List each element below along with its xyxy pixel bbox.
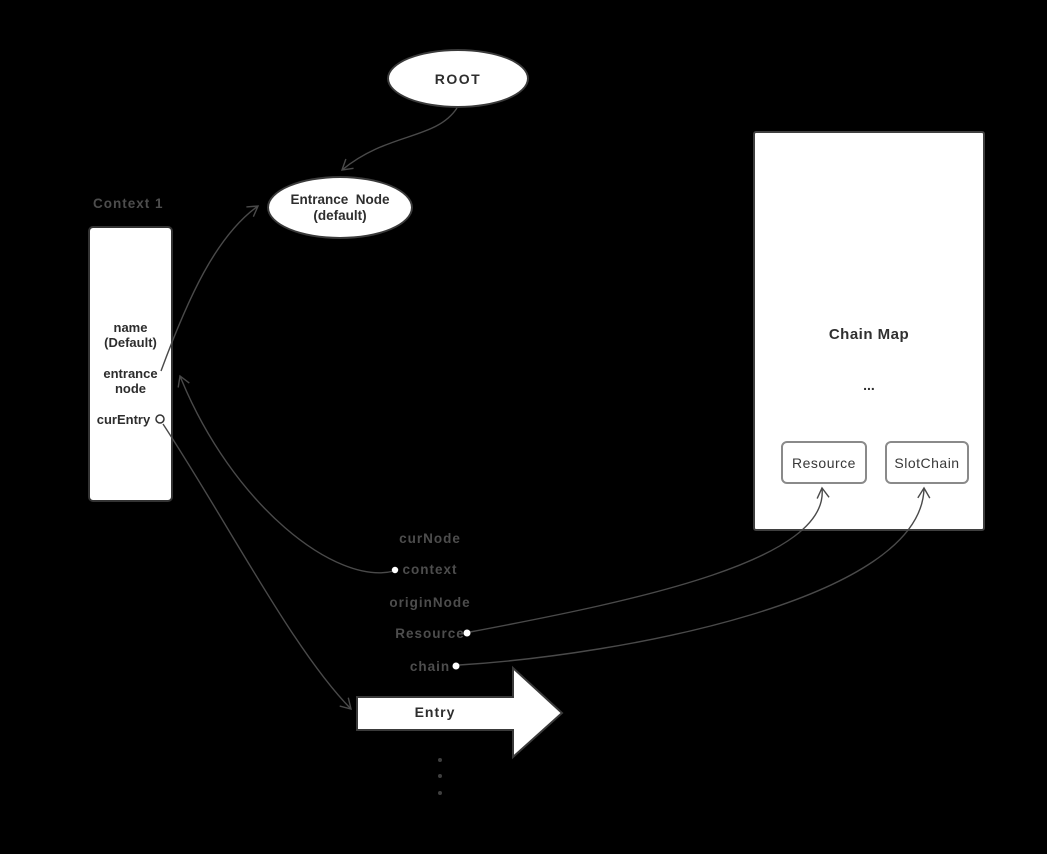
chain-map-box: Chain Map ... Resource SlotChain — [753, 131, 985, 531]
entry-field-curnode: curNode — [399, 531, 461, 546]
chain-map-title: Chain Map — [828, 326, 910, 343]
entry-field-resource: Resource — [395, 626, 465, 641]
context-title: Context 1 — [93, 196, 164, 211]
context-field-entrance-node: entrance node — [90, 366, 171, 396]
context-field-name: name (Default) — [90, 320, 171, 350]
entry-field-chain: chain — [409, 659, 451, 674]
context-field-entrance-line2: node — [114, 381, 147, 396]
entry-field-context: context — [402, 562, 458, 577]
entrance-node-label-line2: (default) — [313, 207, 367, 223]
context-field-curentry: curEntry — [96, 412, 151, 427]
context-field-entrance-line1: entrance — [103, 366, 158, 381]
resource-box-label: Resource — [792, 454, 856, 471]
more-entries-dot — [438, 758, 442, 762]
resource-box: Resource — [781, 441, 867, 484]
arrow-root-to-entrance — [340, 107, 458, 171]
context-box: name (Default) entrance node curEntry — [88, 226, 173, 502]
root-node: ROOT — [387, 49, 529, 108]
context-field-name-line2: (Default) — [104, 335, 157, 350]
arrow-entrancefield-to-entrance — [160, 205, 260, 372]
more-entries-dot — [438, 774, 442, 778]
more-entries-dot — [438, 791, 442, 795]
context-field-name-line1: name — [113, 320, 148, 335]
entrance-node: Entrance Node (default) — [267, 176, 413, 239]
chain-map-ellipsis: ... — [863, 377, 875, 393]
root-node-label: ROOT — [434, 70, 482, 87]
slotchain-box-label: SlotChain — [894, 454, 960, 471]
entry-arrow-label: Entry — [414, 704, 456, 720]
entrance-node-label-line1: Entrance Node — [290, 191, 390, 207]
arrow-curentry-to-entry — [162, 423, 352, 710]
entry-field-originnode: originNode — [389, 595, 471, 610]
slotchain-box: SlotChain — [885, 441, 969, 484]
